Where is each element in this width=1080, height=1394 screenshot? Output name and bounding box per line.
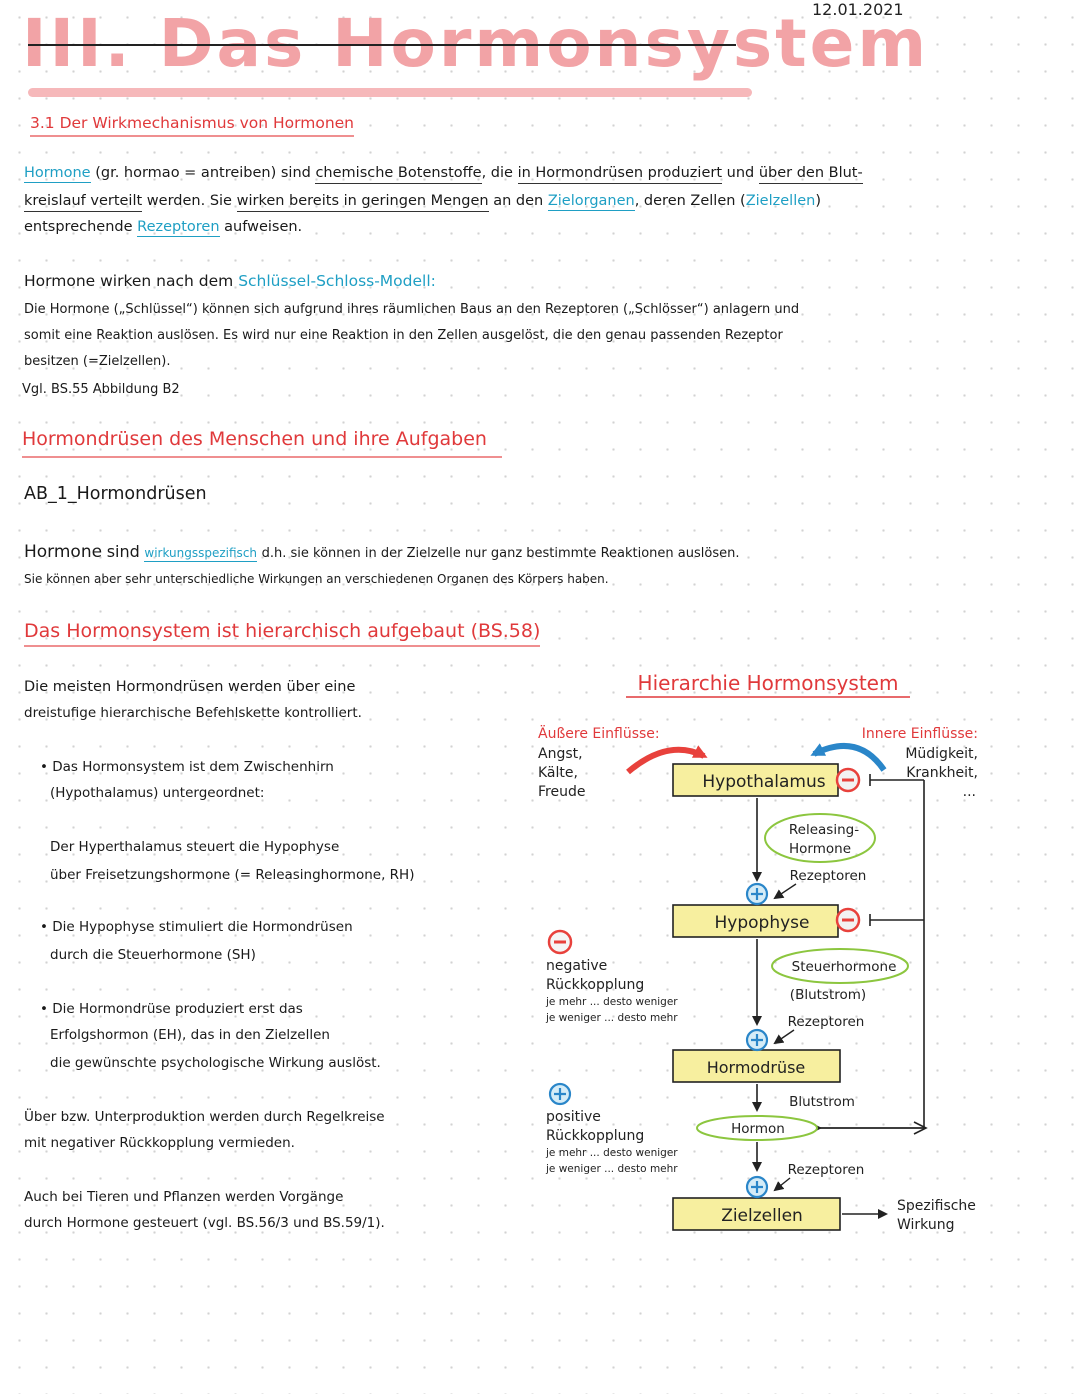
term-wirkungsspezifisch: wirkungsspezifisch: [144, 546, 258, 562]
title-highlight: [28, 88, 752, 97]
term-zielorganen: Zielorganen: [547, 193, 635, 211]
bullet-line: Erfolgshormon (EH), das in den Zielzelle…: [50, 1027, 330, 1043]
paragraph-line: besitzen (=Zielzellen).: [24, 354, 171, 369]
box-zielzellen: [672, 1197, 841, 1231]
steuerhormone-ellipse: [771, 948, 909, 984]
positive-label: Rückkopplung: [546, 1128, 644, 1144]
paragraph-line: durch Hormone gesteuert (vgl. BS.56/3 un…: [24, 1215, 385, 1231]
inner-item: Krankheit,: [906, 765, 978, 781]
negative-rule: je weniger ... desto mehr: [545, 1012, 678, 1024]
paragraph-line: Auch bei Tieren und Pflanzen werden Vorg…: [24, 1189, 344, 1205]
paragraph-line: somit eine Reaktion auslösen. Es wird nu…: [24, 328, 783, 343]
title-strike-line: [28, 44, 736, 46]
minus-icon-bar: [842, 918, 854, 922]
positive-rule: je mehr ... desto weniger: [545, 1147, 678, 1159]
worksheet-reference: AB_1_Hormondrüsen: [24, 484, 207, 504]
steuerhormone-label: Steuerhormone: [792, 959, 897, 975]
legend-plus-cross: [554, 1088, 566, 1100]
bullet-line: die gewünschte psychologische Wirkung au…: [50, 1055, 381, 1071]
paragraph-line: Hormone wirken nach dem Schlüssel-Schlos…: [24, 272, 436, 290]
negative-rule: je mehr ... desto weniger: [545, 996, 678, 1008]
box-zielzellen-label: Zielzellen: [721, 1206, 803, 1226]
plus-icon-cross: [751, 888, 763, 900]
reference-line: Vgl. BS.55 Abbildung B2: [22, 382, 180, 397]
paragraph-line: Die Hormone („Schlüssel“) können sich au…: [24, 302, 800, 317]
outer-influences-label: Äußere Einflüsse:: [538, 724, 660, 742]
bullet-item: • Das Hormonsystem ist dem Zwischenhirn: [40, 759, 334, 775]
term-schluessel-schloss: Schlüssel-Schloss-Modell:: [238, 272, 436, 290]
inner-influence-arrow: [810, 743, 887, 772]
minus-icon-bar: [842, 778, 854, 782]
paragraph-line: Hormone (gr. hormao = antreiben) sind ch…: [24, 160, 863, 187]
paragraph-line: Sie können aber sehr unterschiedliche Wi…: [24, 572, 609, 586]
term-hormone: Hormone: [24, 165, 91, 183]
date: 12.01.2021: [812, 0, 904, 19]
hormon-ellipse: [696, 1115, 818, 1141]
hormon-label: Hormon: [731, 1121, 785, 1137]
outer-item: Freude: [538, 784, 585, 800]
legend-minus-bar: [554, 940, 566, 944]
feedback-arrowhead: [913, 1121, 928, 1135]
bullet-line: durch die Steuerhormone (SH): [50, 947, 256, 963]
paragraph-line: kreislauf verteilt werden. Sie wirken be…: [24, 188, 821, 215]
bullet-item: • Die Hormondrüse produziert erst das: [40, 1001, 303, 1017]
positive-label: positive: [546, 1109, 601, 1125]
bullet-item: • Die Hypophyse stimuliert die Hormondrü…: [40, 919, 353, 935]
blutstrom-label: Blutstrom: [789, 1094, 855, 1110]
inner-item: Müdigkeit,: [905, 746, 978, 762]
outer-influence-arrow: [626, 745, 708, 775]
plus-icon-cross: [751, 1034, 763, 1046]
rezeptor-arrow: [773, 1177, 791, 1192]
paragraph-line: dreistufige hierarchische Befehlskette k…: [24, 705, 362, 721]
bullet-line: (Hypothalamus) untergeordnet:: [50, 785, 265, 801]
rezeptoren-label: Rezeptoren: [788, 1014, 865, 1030]
box-hormondruese-label: Hormodrüse: [707, 1058, 806, 1077]
section-heading-2: Hormondrüsen des Menschen und ihre Aufga…: [22, 428, 502, 458]
outer-item: Angst,: [538, 746, 583, 762]
plus-icon-cross: [751, 1181, 763, 1193]
term-rezeptoren: Rezeptoren: [137, 219, 220, 237]
inner-influences-label: Innere Einflüsse:: [862, 726, 978, 742]
box-hypophyse-label: Hypophyse: [715, 913, 810, 933]
diagram-title: Hierarchie Hormonsystem: [638, 671, 899, 695]
page-title-wrap: III. Das Hormonsystem: [22, 4, 929, 84]
paragraph-line: entsprechende Rezeptoren aufweisen.: [24, 219, 303, 237]
paragraph-line: Die meisten Hormondrüsen werden über ein…: [24, 679, 356, 695]
rezeptoren-label: Rezeptoren: [790, 868, 867, 884]
box-hypophyse: [672, 904, 839, 938]
section-heading-1: 3.1 Der Wirkmechanismus von Hormonen: [30, 114, 355, 137]
rezeptoren-label: Rezeptoren: [788, 1162, 865, 1178]
term-zielzellen: Zielzellen: [745, 193, 816, 209]
positive-rule: je weniger ... desto mehr: [545, 1163, 678, 1175]
blutstrom-paren-label: (Blutstrom): [790, 987, 866, 1003]
bullet-line: über Freisetzungshormone (= Releasinghor…: [50, 867, 415, 883]
releasing-hormone-ellipse: [764, 813, 876, 863]
page-title: III. Das Hormonsystem: [22, 5, 930, 82]
negative-label: Rückkopplung: [546, 977, 644, 993]
releasing-label: Hormone: [789, 841, 851, 857]
paragraph-line: Hormone sind wirkungsspezifisch d.h. sie…: [24, 542, 740, 562]
inner-item: ...: [963, 784, 976, 800]
box-hypothalamus-label: Hypothalamus: [702, 772, 825, 792]
rezeptor-arrow: [773, 883, 797, 900]
spezifische-wirkung-label: Spezifische: [897, 1198, 976, 1214]
rezeptor-arrow: [773, 1029, 795, 1045]
paragraph-line: mit negativer Rückkopplung vermieden.: [24, 1135, 295, 1151]
box-hypothalamus: [672, 763, 839, 797]
section-heading-3: Das Hormonsystem ist hierarchisch aufgeb…: [24, 620, 541, 647]
negative-label: negative: [546, 958, 607, 974]
spezifische-wirkung-label: Wirkung: [897, 1217, 955, 1233]
releasing-label: Releasing-: [789, 822, 859, 838]
paragraph-line: Über bzw. Unterproduktion werden durch R…: [24, 1109, 385, 1125]
outer-item: Kälte,: [538, 765, 578, 781]
bullet-line: Der Hyperthalamus steuert die Hypophyse: [50, 839, 340, 855]
